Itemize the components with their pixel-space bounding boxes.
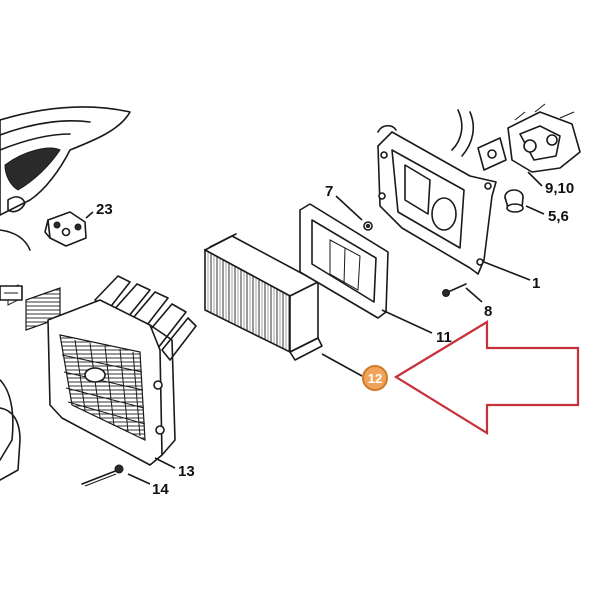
part-14-screw	[81, 464, 151, 487]
part-8-screw	[442, 283, 483, 303]
label-part-23: 23	[96, 201, 113, 218]
engine-shroud-drawing	[0, 106, 131, 481]
label-part-7: 7	[325, 183, 333, 200]
label-part-5-6: 5,6	[548, 208, 569, 225]
label-part-11: 11	[436, 329, 452, 346]
part-13-housing	[47, 275, 197, 469]
pointer-arrow	[393, 320, 580, 435]
label-part-1: 1	[532, 275, 540, 292]
part-1-intake-flange	[377, 124, 531, 281]
part-23-bracket	[44, 211, 94, 247]
part-7-screw	[335, 195, 373, 231]
part-9-10-carburetor	[451, 103, 581, 187]
label-part-13: 13	[178, 463, 195, 480]
label-part-9-10: 9,10	[545, 180, 574, 197]
label-part-12: 12	[368, 371, 382, 386]
part-11-filter-frame	[299, 203, 433, 334]
highlight-callout-12	[362, 365, 388, 391]
label-part-8: 8	[484, 303, 492, 320]
label-part-14: 14	[152, 481, 169, 498]
part-5-6-fitting	[504, 189, 545, 215]
part-12-air-filter	[204, 233, 363, 377]
